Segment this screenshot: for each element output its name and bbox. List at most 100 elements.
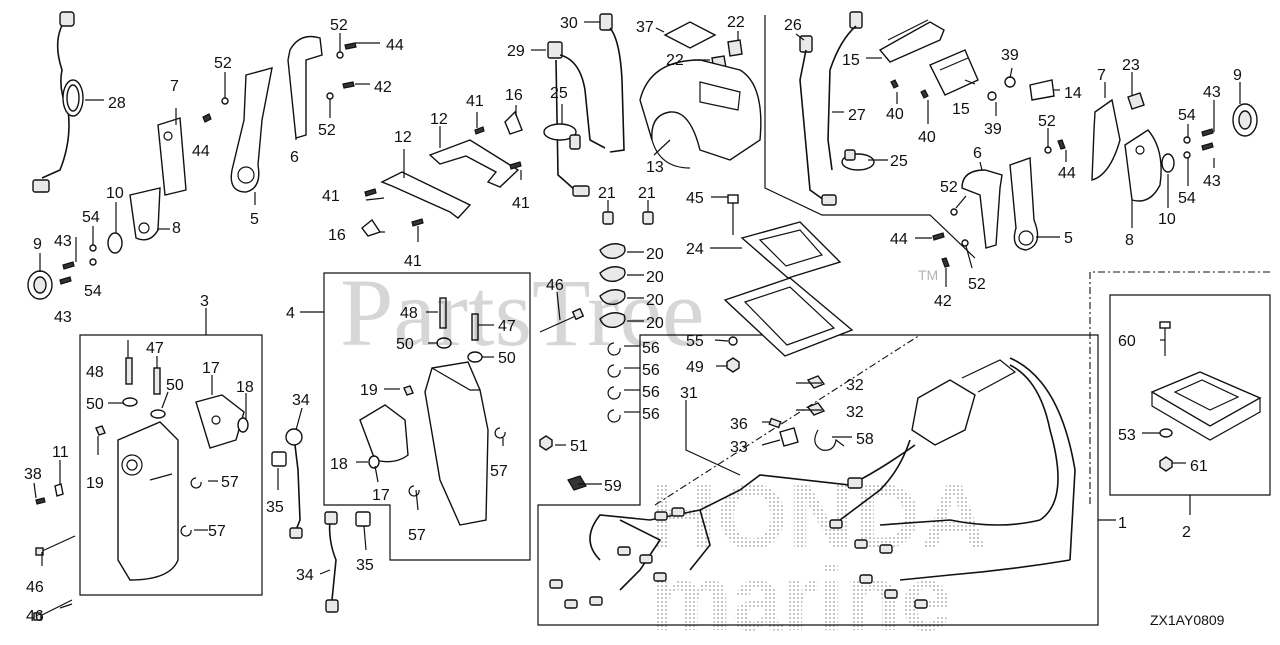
part-53-61-washer-nut xyxy=(1159,428,1173,472)
callout-39: 39 xyxy=(1001,47,1019,64)
callout-4: 4 xyxy=(286,305,295,322)
part-34-35-switch xyxy=(271,428,371,613)
callout-56: 56 xyxy=(642,406,660,423)
callout-32: 32 xyxy=(846,404,864,421)
part-56-clips xyxy=(607,342,621,423)
callout-46: 46 xyxy=(546,277,564,294)
callout-27: 27 xyxy=(848,107,866,124)
callout-10: 10 xyxy=(1158,211,1176,228)
part-7-cover-right xyxy=(1091,98,1121,181)
part-11-38-19-small-left xyxy=(35,425,106,505)
callout-56: 56 xyxy=(642,362,660,379)
callout-13: 13 xyxy=(646,159,664,176)
callout-26: 26 xyxy=(784,17,802,34)
callout-50: 50 xyxy=(498,350,516,367)
callout-57: 57 xyxy=(490,463,508,480)
part-28-cable xyxy=(32,11,84,193)
callout-6: 6 xyxy=(290,149,299,166)
callout-37: 37 xyxy=(636,19,654,36)
callout-2: 2 xyxy=(1182,524,1191,541)
callout-60: 60 xyxy=(1118,333,1136,350)
part-13-cover xyxy=(639,59,762,169)
part-48-47-studs-middle xyxy=(439,297,479,341)
callout-55: 55 xyxy=(686,333,704,350)
part-25-strap-left xyxy=(543,123,581,150)
callout-48: 48 xyxy=(400,305,418,322)
part-9-bushing-left xyxy=(27,270,53,300)
part-14-plate xyxy=(1029,79,1055,101)
small-fasteners-left xyxy=(59,42,357,285)
callout-3: 3 xyxy=(200,293,209,310)
part-15-bracket-lower xyxy=(929,49,979,96)
callout-33: 33 xyxy=(730,439,748,456)
callout-34: 34 xyxy=(296,567,314,584)
callout-56: 56 xyxy=(642,340,660,357)
part-18-ring-left xyxy=(237,417,249,433)
callout-9: 9 xyxy=(1233,67,1242,84)
part-3-control-box xyxy=(117,421,179,581)
part-50-nuts-left xyxy=(122,397,166,419)
callout-21: 21 xyxy=(638,185,656,202)
callout-16: 16 xyxy=(328,227,346,244)
callout-52: 52 xyxy=(330,17,348,34)
callout-32: 32 xyxy=(846,377,864,394)
callout-18: 18 xyxy=(330,456,348,473)
callout-44: 44 xyxy=(386,37,404,54)
callout-44: 44 xyxy=(1058,165,1076,182)
callout-24: 24 xyxy=(686,241,704,258)
part-12-bracket-upper xyxy=(428,139,520,188)
callout-52: 52 xyxy=(1038,113,1056,130)
callout-56: 56 xyxy=(642,384,660,401)
drawing-code: ZX1AY0809 xyxy=(1150,612,1225,628)
callout-47: 47 xyxy=(498,318,516,335)
callout-6: 6 xyxy=(973,145,982,162)
callout-36: 36 xyxy=(730,416,748,433)
group-box-right-dash xyxy=(654,15,1270,506)
callout-34: 34 xyxy=(292,392,310,409)
part-12-bracket-lower xyxy=(380,171,472,219)
watermark-brand-line-2: marine xyxy=(650,548,952,640)
callout-20: 20 xyxy=(646,269,664,286)
part-32-clips xyxy=(806,375,826,416)
part-59-clamp xyxy=(567,475,587,491)
part-48-47-studs-left xyxy=(125,357,161,395)
callout-38: 38 xyxy=(24,466,42,483)
callout-15: 15 xyxy=(842,52,860,69)
callout-31: 31 xyxy=(680,385,698,402)
callout-14: 14 xyxy=(1064,85,1082,102)
callout-17: 17 xyxy=(202,360,220,377)
callout-5: 5 xyxy=(1064,230,1073,247)
callout-49: 49 xyxy=(686,359,704,376)
callout-7: 7 xyxy=(1097,67,1106,84)
callout-22: 22 xyxy=(666,52,684,69)
callout-44: 44 xyxy=(890,231,908,248)
group-box-2 xyxy=(1109,294,1271,515)
part-60-bolt xyxy=(1159,321,1171,356)
part-9-bushing-right xyxy=(1232,103,1258,137)
callout-9: 9 xyxy=(33,236,42,253)
callout-28: 28 xyxy=(108,95,126,112)
part-41-screws xyxy=(364,126,522,227)
callout-57: 57 xyxy=(221,474,239,491)
callout-54: 54 xyxy=(82,209,100,226)
callout-46: 46 xyxy=(26,579,44,596)
brand-watermark: HONDA marine xyxy=(650,466,987,645)
callout-41: 41 xyxy=(512,195,530,212)
partstree-watermark: PartsTree TM xyxy=(340,259,938,366)
callout-42: 42 xyxy=(934,293,952,310)
callout-12: 12 xyxy=(430,111,448,128)
part-6-handle-right xyxy=(961,169,1003,249)
callout-43: 43 xyxy=(54,309,72,326)
callout-22: 22 xyxy=(727,14,745,31)
callout-59: 59 xyxy=(604,478,622,495)
callout-40: 40 xyxy=(918,129,936,146)
callout-51: 51 xyxy=(570,438,588,455)
part-8-cover-left xyxy=(129,187,161,241)
callout-54: 54 xyxy=(1178,190,1196,207)
callout-19: 19 xyxy=(360,382,378,399)
part-17-plate-middle xyxy=(359,404,409,463)
part-45-bolt xyxy=(727,194,739,235)
part-10-washer-right xyxy=(1161,153,1175,173)
